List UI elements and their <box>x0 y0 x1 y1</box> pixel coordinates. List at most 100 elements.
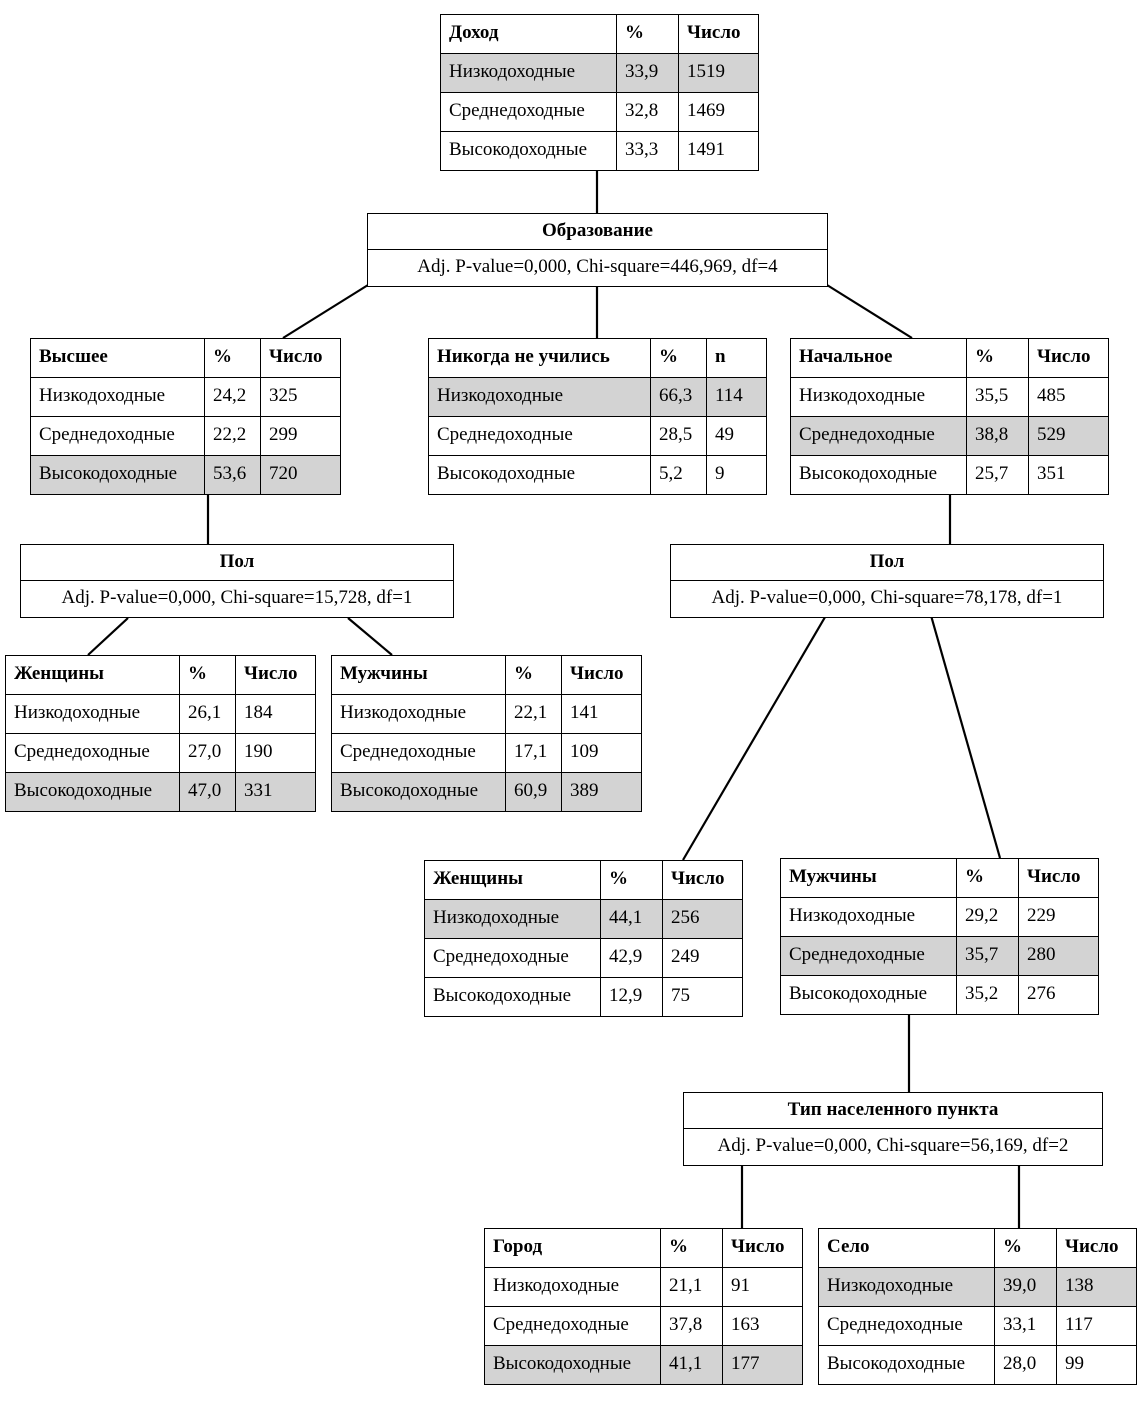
row-pct: 35,2 <box>956 975 1019 1015</box>
row-count: 1519 <box>678 53 759 93</box>
column-header-pct: % <box>505 655 562 695</box>
table-row: Среднедоходные 33,1 117 <box>818 1306 1137 1346</box>
row-label: Высокодоходные <box>780 975 957 1015</box>
column-header-pct: % <box>994 1228 1057 1268</box>
row-pct: 39,0 <box>994 1267 1057 1307</box>
node-title: Мужчины <box>331 655 506 695</box>
column-header-count: Число <box>662 860 743 900</box>
table-row: Низкодоходные 39,0 138 <box>818 1267 1137 1307</box>
row-pct: 47,0 <box>179 772 236 812</box>
row-pct: 37,8 <box>660 1306 723 1346</box>
row-label: Низкодоходные <box>484 1267 661 1307</box>
row-pct: 29,2 <box>956 897 1019 937</box>
row-label: Среднедоходные <box>30 416 205 456</box>
connector-education-to-higher <box>282 284 369 339</box>
table-header-row: Женщины % Число <box>5 655 316 695</box>
row-label: Среднедоходные <box>790 416 967 456</box>
row-label: Среднедоходные <box>440 92 617 132</box>
row-pct: 60,9 <box>505 772 562 812</box>
node-title: Город <box>484 1228 661 1268</box>
node-city: Город % Число Низкодоходные 21,1 91 Сред… <box>484 1228 803 1385</box>
node-men-higher: Мужчины % Число Низкодоходные 22,1 141 С… <box>331 655 642 812</box>
row-pct: 22,1 <box>505 694 562 734</box>
node-root: Доход % Число Низкодоходные 33,9 1519 Ср… <box>440 14 759 171</box>
table-row: Низкодоходные 22,1 141 <box>331 694 642 734</box>
table-row: Низкодоходные 21,1 91 <box>484 1267 803 1307</box>
column-header-count: Число <box>678 14 759 54</box>
row-label: Среднедоходные <box>484 1306 661 1346</box>
row-label: Высокодоходные <box>790 455 967 495</box>
table-header-row: Высшее % Число <box>30 338 341 378</box>
node-title: Женщины <box>5 655 180 695</box>
row-label: Среднедоходные <box>331 733 506 773</box>
split-title: Образование <box>368 214 827 250</box>
row-label: Низкодоходные <box>424 899 601 939</box>
node-village: Село % Число Низкодоходные 39,0 138 Сред… <box>818 1228 1137 1385</box>
row-pct: 28,5 <box>650 416 707 456</box>
table-row: Среднедоходные 38,8 529 <box>790 416 1109 456</box>
table-header-row: Село % Число <box>818 1228 1137 1268</box>
row-count: 49 <box>706 416 767 456</box>
row-label: Среднедоходные <box>5 733 180 773</box>
split-node-education: Образование Adj. P-value=0,000, Chi-squa… <box>367 213 828 287</box>
table-row: Низкодоходные 29,2 229 <box>780 897 1099 937</box>
node-title: Женщины <box>424 860 601 900</box>
node-men-primary: Мужчины % Число Низкодоходные 29,2 229 С… <box>780 858 1099 1015</box>
node-title: Доход <box>440 14 617 54</box>
row-count: 485 <box>1028 377 1109 417</box>
table-row: Среднедоходные 32,8 1469 <box>440 92 759 132</box>
row-pct: 17,1 <box>505 733 562 773</box>
row-count: 249 <box>662 938 743 978</box>
row-label: Низкодоходные <box>5 694 180 734</box>
column-header-count: Число <box>235 655 316 695</box>
row-label: Среднедоходные <box>780 936 957 976</box>
column-header-count: Число <box>1018 858 1099 898</box>
row-pct: 22,2 <box>204 416 261 456</box>
row-label: Низкодоходные <box>790 377 967 417</box>
column-header-pct: % <box>204 338 261 378</box>
table-header-row: Мужчины % Число <box>331 655 642 695</box>
row-count: 114 <box>706 377 767 417</box>
row-count: 720 <box>260 455 341 495</box>
column-header-count: Число <box>1028 338 1109 378</box>
row-label: Среднедоходные <box>424 938 601 978</box>
table-row: Среднедоходные 37,8 163 <box>484 1306 803 1346</box>
row-count: 138 <box>1056 1267 1137 1307</box>
node-higher-education: Высшее % Число Низкодоходные 24,2 325 Ср… <box>30 338 341 495</box>
row-pct: 33,3 <box>616 131 679 171</box>
row-pct: 26,1 <box>179 694 236 734</box>
table-row: Высокодоходные 5,2 9 <box>428 455 767 495</box>
row-pct: 27,0 <box>179 733 236 773</box>
row-count: 117 <box>1056 1306 1137 1346</box>
row-count: 9 <box>706 455 767 495</box>
table-row: Низкодоходные 26,1 184 <box>5 694 316 734</box>
connector-education-to-primary <box>826 284 913 339</box>
row-label: Высокодоходные <box>331 772 506 812</box>
row-pct: 21,1 <box>660 1267 723 1307</box>
row-count: 280 <box>1018 936 1099 976</box>
column-header-count: Число <box>561 655 642 695</box>
split-stats: Adj. P-value=0,000, Chi-square=78,178, d… <box>711 587 1063 608</box>
row-pct: 28,0 <box>994 1345 1057 1385</box>
split-node-settlement-type: Тип населенного пункта Adj. P-value=0,00… <box>683 1092 1103 1166</box>
node-women-higher: Женщины % Число Низкодоходные 26,1 184 С… <box>5 655 316 812</box>
row-pct: 42,9 <box>600 938 663 978</box>
row-count: 325 <box>260 377 341 417</box>
table-row: Низкодоходные 44,1 256 <box>424 899 743 939</box>
row-count: 75 <box>662 977 743 1017</box>
table-header-row: Город % Число <box>484 1228 803 1268</box>
table-row: Высокодоходные 35,2 276 <box>780 975 1099 1015</box>
row-count: 184 <box>235 694 316 734</box>
split-title: Пол <box>21 545 453 581</box>
split-node-gender-right: Пол Adj. P-value=0,000, Chi-square=78,17… <box>670 544 1104 618</box>
column-header-count: Число <box>260 338 341 378</box>
row-label: Высокодоходные <box>5 772 180 812</box>
connector-gender-left-to-women <box>87 617 129 656</box>
table-row: Высокодоходные 47,0 331 <box>5 772 316 812</box>
row-label: Высокодоходные <box>818 1345 995 1385</box>
row-label: Низкодоходные <box>440 53 617 93</box>
table-header-row: Женщины % Число <box>424 860 743 900</box>
node-title: Мужчины <box>780 858 957 898</box>
row-pct: 53,6 <box>204 455 261 495</box>
column-header-pct: % <box>650 338 707 378</box>
